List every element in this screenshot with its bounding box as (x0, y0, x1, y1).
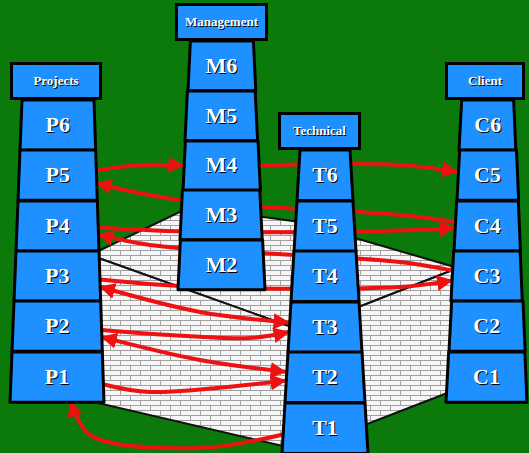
level-label: T6 (312, 162, 338, 188)
level-label: M6 (206, 53, 238, 79)
level-label: T3 (312, 314, 338, 340)
tower-level: M6 (188, 41, 256, 91)
cycle-arrow (102, 337, 285, 372)
tower-header: Technical (278, 112, 361, 150)
tower-level: P2 (12, 301, 102, 351)
tower-level: M3 (180, 190, 262, 240)
cycle-arrow (101, 279, 452, 288)
level-label: T2 (312, 364, 338, 390)
level-outline (10, 352, 104, 402)
level-outline (288, 302, 362, 353)
tower-level: C3 (451, 251, 522, 301)
level-outline (16, 201, 99, 251)
level-outline (18, 150, 97, 200)
level-label: C5 (474, 162, 501, 188)
tower-header: Management (175, 3, 268, 41)
cycle-arrow (260, 164, 456, 172)
tower-level: P3 (14, 251, 101, 301)
level-label: C2 (473, 313, 500, 339)
tower-level: P6 (20, 100, 96, 150)
level-outline (446, 352, 527, 402)
level-label: P1 (45, 364, 69, 390)
tower-level: P4 (16, 201, 99, 251)
tower-name: Management (185, 14, 258, 30)
tower-level: C1 (446, 352, 527, 402)
level-label: P4 (45, 213, 69, 239)
tower-level: T4 (291, 251, 359, 302)
cycle-arrow (97, 165, 182, 171)
cycle-arrow (99, 228, 454, 233)
level-label: P2 (45, 313, 69, 339)
cycle-arrow (104, 381, 285, 392)
cycle-arrow (71, 402, 282, 448)
tower-level: M5 (185, 91, 258, 141)
level-label: P6 (46, 112, 70, 138)
tower-level: T6 (297, 150, 353, 201)
tower-level: T1 (282, 403, 368, 453)
cycle-arrow (97, 183, 454, 221)
level-outline (285, 352, 365, 403)
level-outline (14, 251, 101, 301)
tower-level: C5 (457, 150, 519, 200)
level-label: T1 (312, 415, 338, 441)
tower-name: Technical (293, 123, 346, 139)
level-outline (291, 251, 359, 302)
level-label: M2 (206, 252, 238, 278)
tower-level: T3 (288, 302, 362, 353)
cycle-arrow (102, 330, 288, 338)
level-outline (20, 100, 96, 150)
tower-level: P5 (18, 150, 97, 200)
tower-level: C2 (449, 301, 525, 351)
level-label: T4 (312, 263, 338, 289)
level-outline (451, 251, 522, 301)
cycle-arrow (99, 234, 451, 270)
level-outline (185, 91, 258, 141)
tower-header: Client (445, 62, 525, 100)
level-label: C6 (474, 112, 501, 138)
level-outline (294, 201, 356, 252)
level-outline (282, 403, 368, 453)
tower-level: M4 (183, 141, 260, 191)
level-outline (178, 240, 265, 290)
tower-level: C4 (454, 201, 521, 251)
level-outline (183, 141, 260, 191)
tower-name: Projects (33, 73, 78, 89)
level-outline (188, 41, 256, 91)
level-outline (459, 100, 516, 150)
tower-level: T2 (285, 352, 365, 403)
level-label: P5 (45, 162, 69, 188)
tower-level: T5 (294, 201, 356, 252)
tower-level: C6 (459, 100, 516, 150)
tower-header: Projects (10, 62, 102, 100)
level-label: T5 (312, 213, 338, 239)
level-label: C4 (474, 213, 501, 239)
level-outline (297, 150, 353, 201)
level-label: M5 (206, 103, 238, 129)
level-outline (457, 150, 519, 200)
level-label: C1 (473, 364, 500, 390)
level-label: M3 (206, 202, 238, 228)
level-outline (454, 201, 521, 251)
level-label: C3 (474, 263, 501, 289)
level-outline (449, 301, 525, 351)
tower-level: P1 (10, 352, 104, 402)
cycle-arrow (101, 287, 288, 322)
level-outline (12, 301, 102, 351)
level-outline (180, 190, 262, 240)
tower-name: Client (468, 73, 502, 89)
level-label: M4 (206, 152, 238, 178)
tower-level: M2 (178, 240, 265, 290)
level-label: P3 (45, 263, 69, 289)
